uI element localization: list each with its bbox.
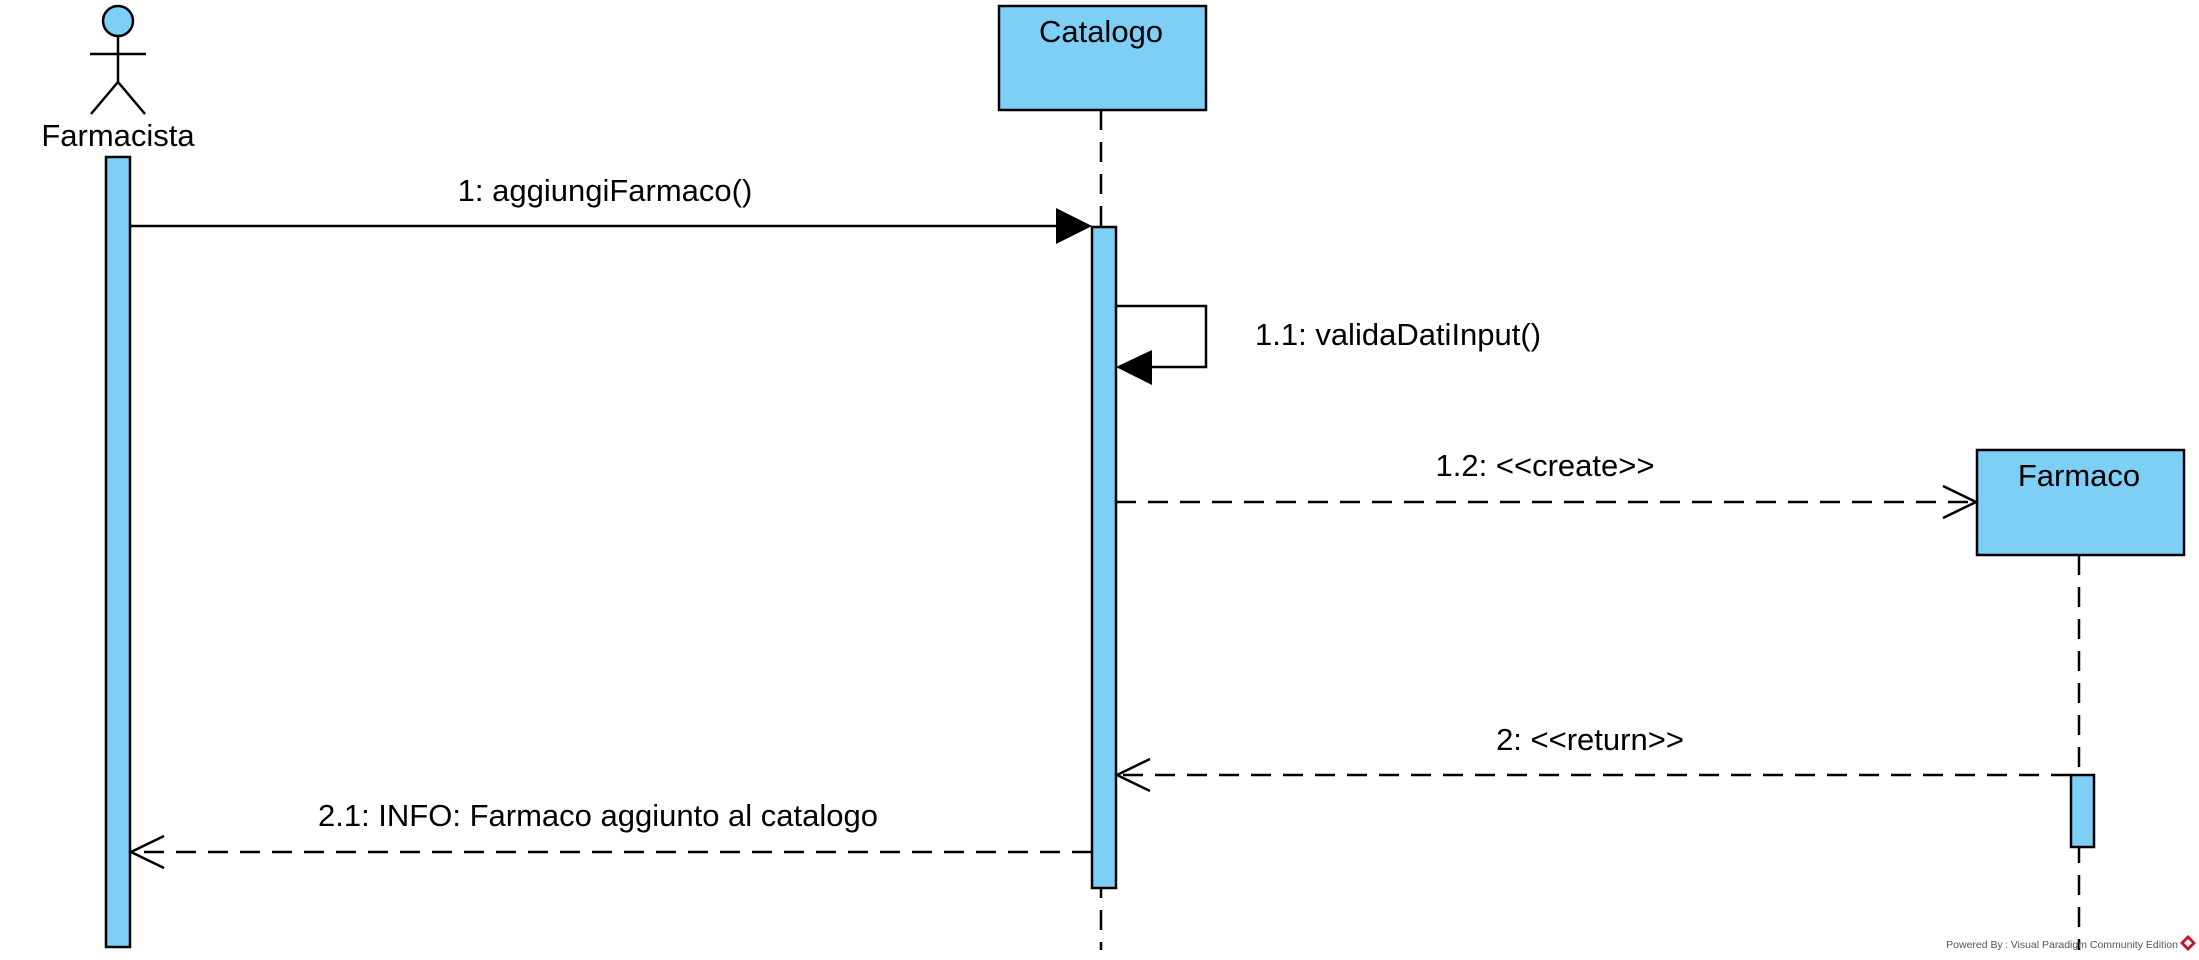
message-return[interactable]: 2: <<return>> (1114, 722, 2071, 793)
lifeline-farmaco[interactable]: Farmaco (1975, 448, 2186, 950)
message-info-farmaco-aggiunto[interactable]: 2.1: INFO: Farmaco aggiunto al catalogo (128, 798, 1092, 870)
visual-paradigm-logo-icon (2180, 935, 2196, 951)
lifeline-farmaco-name: Farmaco (2018, 458, 2140, 493)
message-aggiungi-farmaco[interactable]: 1: aggiungiFarmaco() (130, 173, 1092, 244)
filled-arrowhead-icon (1056, 208, 1092, 244)
message-valida-dati-input[interactable]: 1.1: validaDatiInput() (1116, 304, 1541, 385)
lifeline-catalogo-head (997, 4, 1208, 112)
self-call-line (1116, 304, 1208, 369)
message-label: 1.1: validaDatiInput() (1255, 317, 1541, 352)
message-label: 1: aggiungiFarmaco() (458, 173, 753, 208)
open-arrowhead-icon (1942, 484, 1979, 520)
lifeline-farmaco-head (1975, 448, 2186, 557)
watermark-text: Powered By : Visual Paradigm Community E… (1946, 939, 2178, 951)
activation-bar-catalogo (1090, 225, 1118, 890)
message-create[interactable]: 1.2: <<create>> (1116, 448, 1979, 520)
actor-head (101, 4, 135, 38)
lifeline-catalogo-name: Catalogo (1039, 14, 1163, 49)
message-label: 2.1: INFO: Farmaco aggiunto al catalogo (318, 798, 878, 833)
watermark: Powered By : Visual Paradigm Community E… (1946, 935, 2196, 951)
stick-figure-icon (90, 4, 146, 115)
actor-left-leg (90, 81, 119, 115)
activation-bar-farmacista (104, 155, 132, 949)
actor-name: Farmacista (41, 118, 195, 153)
activation-bar-farmaco (2069, 773, 2096, 849)
actor-farmacista[interactable]: Farmacista (41, 4, 195, 153)
message-label: 2: <<return>> (1496, 722, 1684, 757)
open-arrowhead-icon (1114, 757, 1151, 793)
open-arrowhead-icon (128, 834, 165, 870)
actor-right-leg (117, 81, 146, 115)
message-label: 1.2: <<create>> (1436, 448, 1655, 483)
filled-arrowhead-icon (1116, 350, 1152, 385)
